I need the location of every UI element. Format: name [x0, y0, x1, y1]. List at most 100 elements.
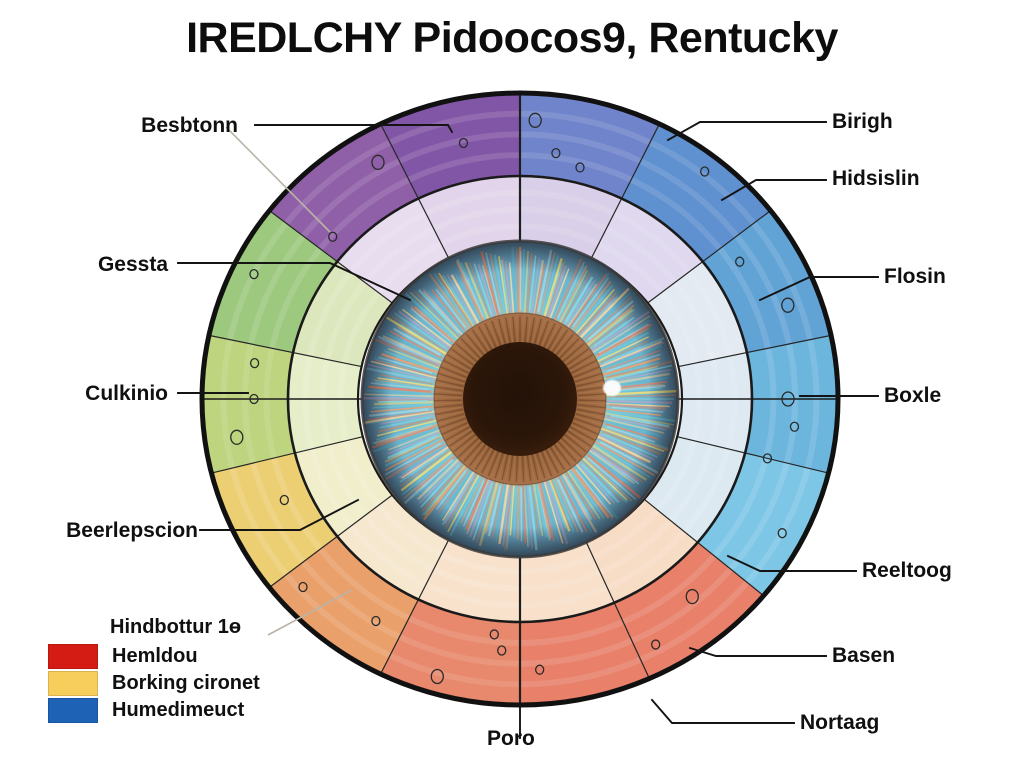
ring-sector [644, 436, 746, 543]
leader-line [726, 554, 857, 572]
collarette-fiber [545, 448, 559, 474]
ring-marker [430, 668, 444, 685]
leader-line [254, 124, 454, 134]
collarette-fiber [575, 376, 604, 385]
ring-marker [230, 429, 244, 445]
ring-marker [528, 112, 542, 128]
leader-lines [177, 121, 879, 739]
collarette-fiber [576, 382, 605, 390]
sector-divider [269, 210, 393, 304]
label-nortaag[interactable]: Nortaag [800, 711, 880, 734]
label-basen[interactable]: Basen [832, 644, 896, 667]
collarette-fiber [504, 453, 512, 481]
ring-sector [418, 539, 520, 623]
collarette-fiber [577, 389, 606, 394]
label-gessta[interactable]: Gessta [97, 253, 168, 276]
collarette-fiber [436, 376, 465, 385]
collarette-fiber [573, 419, 600, 432]
collarette-fiber [512, 316, 516, 344]
sector-divider [643, 498, 764, 597]
ring-marker [781, 297, 795, 313]
collarette-fiber [572, 363, 599, 376]
collarette-fiber [466, 442, 485, 465]
collarette-fiber [576, 411, 604, 419]
ring-marker [497, 645, 507, 656]
collarette-fiber [474, 327, 491, 352]
collarette-fiber [434, 404, 463, 409]
collarette-fiber [434, 396, 463, 399]
collarette-fiber [453, 345, 476, 364]
legend-label-humedimeuct: Humedimeuct [112, 699, 245, 721]
ring-sector [677, 352, 752, 454]
collarette-fiber [547, 326, 563, 351]
collarette-fiber [481, 448, 495, 474]
sector-divider [211, 436, 363, 474]
collarette-fiber [547, 447, 563, 472]
collarette-fiber [436, 411, 464, 419]
collarette-fiber [491, 320, 502, 347]
ring-sector [208, 210, 338, 353]
collarette-fiber [466, 333, 485, 356]
collarette-fiber [577, 396, 606, 399]
collarette-fiber [460, 338, 481, 359]
collarette-fiber [455, 343, 478, 363]
label-hidsislin[interactable]: Hidsislin [832, 167, 920, 190]
collarette-fiber [557, 335, 577, 358]
collarette-fiber [501, 453, 509, 481]
legend-item-humedimeuct[interactable]: Humedimeuct [48, 697, 328, 724]
collarette-fiber [567, 430, 592, 447]
collarette-fiber [497, 452, 507, 480]
collarette-fiber [555, 333, 574, 356]
legend-item-hemldou[interactable]: Hemldou [48, 643, 328, 670]
collarette-fiber [438, 372, 466, 383]
collarette-fiber [434, 406, 463, 412]
leader-line [177, 262, 412, 302]
collarette-fiber [574, 369, 601, 381]
legend-item-borking-cironet[interactable]: Borking cironet [48, 670, 328, 697]
label-birigh[interactable]: Birigh [832, 110, 893, 133]
ring-sector [647, 261, 747, 367]
collarette-fiber [438, 415, 466, 426]
label-reeltoog[interactable]: Reeltoog [862, 559, 952, 582]
collarette-fiber [562, 343, 585, 363]
ring-sector [380, 599, 520, 705]
label-beerlepscion[interactable]: Beerlepscion [66, 519, 198, 542]
collarette-fiber [536, 319, 546, 346]
ring-marker [249, 268, 259, 280]
collarette-fiber [521, 454, 525, 482]
leader-line [758, 276, 879, 302]
collarette-fiber [512, 454, 516, 482]
ring-sector [337, 198, 449, 304]
collarette-fiber [487, 321, 500, 348]
label-poro[interactable]: Poro [487, 727, 535, 750]
legend-title: Hindbottur 1ө [110, 616, 242, 638]
ring-marker [489, 629, 499, 640]
ring-marker [735, 256, 745, 267]
ring-marker [685, 588, 699, 605]
collarette-fiber [436, 413, 465, 422]
ring-marker [535, 664, 545, 675]
collarette-fiber [508, 316, 514, 344]
collarette-fiber [515, 454, 519, 482]
collarette-fiber [572, 422, 599, 435]
label-boxle[interactable]: Boxle [884, 384, 942, 407]
collarette-fiber [515, 316, 519, 344]
iris-graphic [360, 239, 680, 559]
ring-sector [269, 536, 419, 675]
ring-marker [551, 148, 561, 159]
collarette-fiber [436, 379, 464, 387]
label-culkinio[interactable]: Culkinio [85, 382, 168, 405]
collarette-fiber [577, 399, 606, 402]
legend-swatch-hemldou [48, 644, 98, 669]
legend-swatch-borking-cironet [48, 671, 98, 696]
ring-marker [458, 137, 469, 149]
label-flosin[interactable]: Flosin [884, 265, 946, 288]
label-besbtonn[interactable]: Besbtonn [141, 114, 238, 137]
collarette-fiber [577, 404, 606, 409]
ring-sector [337, 494, 449, 600]
collarette-fiber [434, 393, 463, 397]
collarette-fiber [571, 360, 597, 374]
ring-marker [762, 453, 773, 464]
collarette-fiber [531, 317, 539, 345]
